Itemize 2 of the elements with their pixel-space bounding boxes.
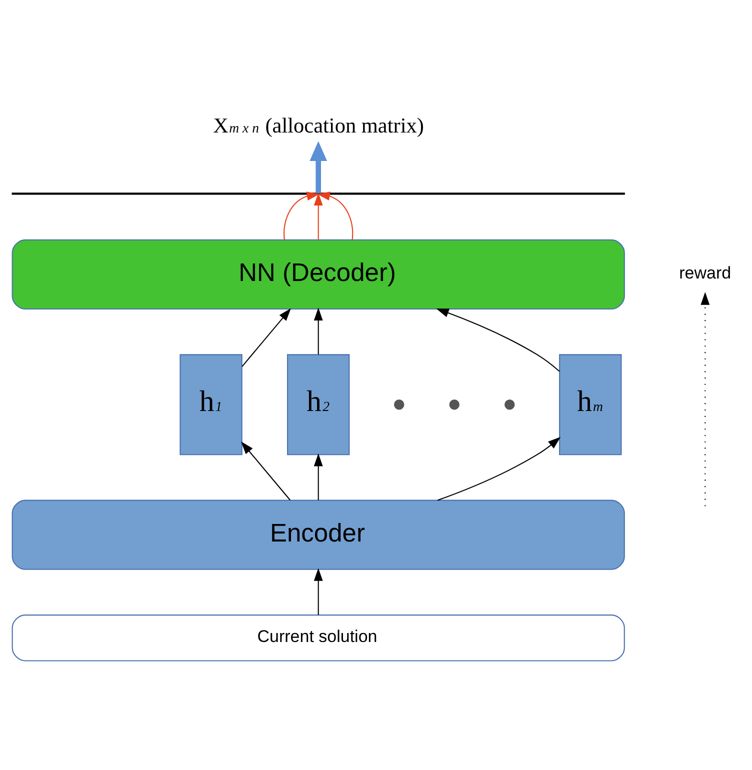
label: reward <box>679 264 732 283</box>
node-text: Xm x n (allocation matrix) <box>213 114 424 138</box>
